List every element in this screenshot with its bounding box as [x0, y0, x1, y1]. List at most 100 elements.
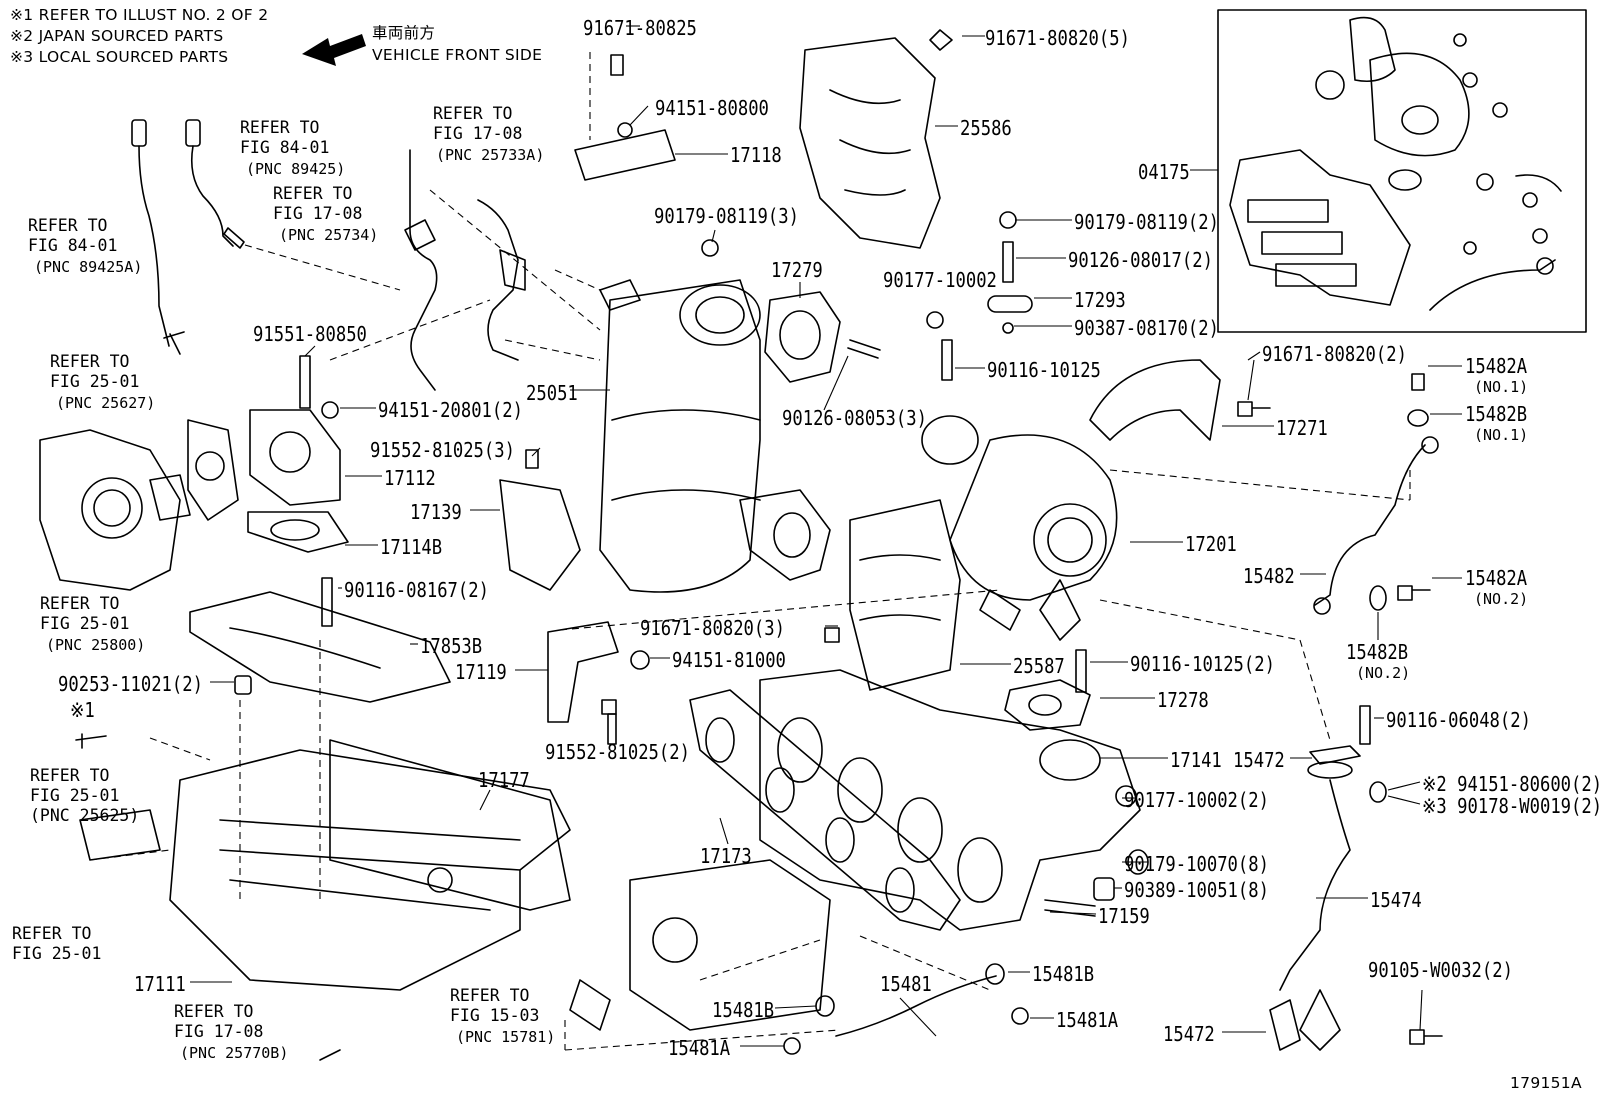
part-label-ref-25-01-c-3: (PNC 25625)	[30, 806, 140, 825]
part-label-ref-84-01-b-3: (PNC 89425A)	[34, 258, 143, 276]
part-label-90253-11021-2: 90253-11021(2)	[58, 672, 203, 696]
part-label-17119: 17119	[455, 660, 507, 684]
part-label-note-1-callout: ※1	[70, 698, 95, 722]
part-label-90126-08053-3: 90126-08053(3)	[782, 406, 927, 430]
part-label-90177-10002-2: 90177-10002(2)	[1124, 788, 1269, 812]
part-label-15482B-2: 15482B	[1346, 640, 1409, 664]
part-label-91552-81025-3: 91552-81025(3)	[370, 438, 515, 462]
small-gaskets	[1004, 679, 1361, 1051]
part-label-17278: 17278	[1157, 688, 1209, 712]
part-label-91671-80825: 91671-80825	[583, 16, 697, 40]
part-label-ref-15-03-2: FIG 15-03	[450, 1006, 540, 1025]
part-label-91551-80850: 91551-80850	[253, 322, 367, 346]
part-label-90116-10125: 90116-10125	[987, 358, 1101, 382]
part-label-91671-80820-5: 91671-80820(5)	[985, 26, 1130, 50]
part-label-91552-81025-2: 91552-81025(2)	[545, 740, 690, 764]
diagram-id: 179151A	[1510, 1074, 1582, 1092]
part-label-ref-25-01-b-1: REFER TO	[40, 594, 120, 613]
part-label-ref-15-03-1: REFER TO	[450, 986, 530, 1005]
part-label-17112: 17112	[384, 466, 436, 490]
part-label-90105-W0032-2: 90105-W0032(2)	[1368, 958, 1513, 982]
part-label-90179-08119-3: 90179-08119(3)	[654, 204, 799, 228]
part-label-ref-25-01-a-3: (PNC 25627)	[56, 394, 156, 412]
part-label-ref-25-01-a-2: FIG 25-01	[50, 372, 140, 391]
part-label-15482A-1-no: (NO.1)	[1474, 378, 1529, 396]
part-label-ref-84-01-b-2: FIG 84-01	[28, 236, 118, 255]
exhaust-gasket-17173	[689, 689, 961, 931]
part-label-ref-17-08-a-1: REFER TO	[433, 104, 513, 123]
part-label-17141: 17141	[1170, 748, 1222, 772]
part-label-ref-25-01-d-1: REFER TO	[12, 924, 92, 943]
part-label-15481A-right: 15481A	[1056, 1008, 1119, 1032]
part-label-94151-20801-2: 94151-20801(2)	[378, 398, 523, 422]
part-label-25587: 25587	[1013, 654, 1065, 678]
part-label-91671-80820-2: 91671-80820(2)	[1262, 342, 1407, 366]
part-label-ref-84-01-b-1: REFER TO	[28, 216, 108, 235]
note-1: ※1 REFER TO ILLUST NO. 2 OF 2	[10, 6, 269, 24]
part-label-90387-08170-2: 90387-08170(2)	[1074, 316, 1219, 340]
part-label-90177-10002: 90177-10002	[883, 268, 997, 292]
part-label-17201: 17201	[1185, 532, 1237, 556]
part-label-15482: 15482	[1243, 564, 1295, 588]
part-label-90126-08017-2: 90126-08017(2)	[1068, 248, 1213, 272]
intake-cover-17853B	[189, 591, 451, 703]
part-label-17111: 17111	[134, 972, 186, 996]
part-label-25586: 25586	[960, 116, 1012, 140]
part-label-90178-W0019-2: ※3 90178-W0019(2)	[1422, 794, 1602, 818]
intake-manifold-17111	[169, 749, 571, 991]
part-label-90389-10051-8: 90389-10051(8)	[1124, 878, 1269, 902]
exhaust-manifold-17141	[759, 669, 1141, 931]
catalytic-converter-25051	[599, 279, 831, 593]
part-label-ref-25-01-d-2: FIG 25-01	[12, 944, 102, 963]
part-label-17279: 17279	[771, 258, 823, 282]
part-label-90179-08119-2: 90179-08119(2)	[1074, 210, 1219, 234]
direction-jp: 車両前方	[372, 24, 436, 42]
part-label-ref-17-08-b-2: FIG 17-08	[273, 204, 363, 223]
part-label-ref-17-08-c-2: FIG 17-08	[174, 1022, 264, 1041]
fasteners	[75, 29, 1443, 1061]
temp-sensor-pipes	[404, 149, 526, 391]
part-label-ref-25-01-b-2: FIG 25-01	[40, 614, 130, 633]
part-label-ref-17-08-c-1: REFER TO	[174, 1002, 254, 1021]
part-label-90179-10070-8: 90179-10070(8)	[1124, 852, 1269, 876]
part-label-17159: 17159	[1098, 904, 1150, 928]
egr-adapter-17112	[247, 409, 349, 553]
part-label-ref-25-01-c-1: REFER TO	[30, 766, 110, 785]
part-label-ref-17-08-a-3: (PNC 25733A)	[436, 146, 545, 164]
part-label-15481B-left: 15481B	[712, 998, 775, 1022]
part-label-15481B-right: 15481B	[1032, 962, 1095, 986]
part-label-15472-bottom: 15472	[1163, 1022, 1215, 1046]
part-label-ref-84-01-a-2: FIG 84-01	[240, 138, 330, 157]
leader-lines	[190, 25, 1462, 1047]
part-label-ref-17-08-c-3: (PNC 25770B)	[180, 1044, 289, 1062]
heat-insulator-25586	[799, 37, 941, 249]
heat-insulator-25587	[849, 499, 961, 691]
note-3: ※3 LOCAL SOURCED PARTS	[10, 48, 229, 66]
part-label-15482A-2: 15482A	[1465, 566, 1528, 590]
direction-en: VEHICLE FRONT SIDE	[372, 46, 543, 64]
part-label-17293: 17293	[1074, 288, 1126, 312]
part-label-ref-17-08-a-2: FIG 17-08	[433, 124, 523, 143]
part-label-94151-80600-2: ※2 94151-80600(2)	[1422, 772, 1602, 796]
gasket-17279	[764, 291, 881, 383]
part-label-17173: 17173	[700, 844, 752, 868]
oil-pipes	[1279, 436, 1439, 1051]
part-label-17271: 17271	[1276, 416, 1328, 440]
part-label-91671-80820-3: 91671-80820(3)	[640, 616, 785, 640]
part-label-17114B: 17114B	[380, 535, 443, 559]
part-label-15482B-2-no: (NO.2)	[1356, 664, 1411, 682]
part-label-90116-08167-2: 90116-08167(2)	[344, 578, 489, 602]
part-label-17853B: 17853B	[420, 634, 483, 658]
part-label-15481: 15481	[880, 972, 932, 996]
part-label-15472-top: 15472	[1233, 748, 1285, 772]
part-label-ref-15-03-3: (PNC 15781)	[456, 1028, 556, 1046]
part-label-17118: 17118	[730, 143, 782, 167]
part-label-04175: 04175	[1138, 160, 1190, 184]
part-label-ref-84-01-a-1: REFER TO	[240, 118, 320, 137]
throttle-body-assembly	[39, 419, 239, 591]
part-label-15482B-1-no: (NO.1)	[1474, 426, 1529, 444]
turbocharger-17201	[921, 415, 1118, 641]
inset-gasket-kit	[1217, 9, 1587, 333]
